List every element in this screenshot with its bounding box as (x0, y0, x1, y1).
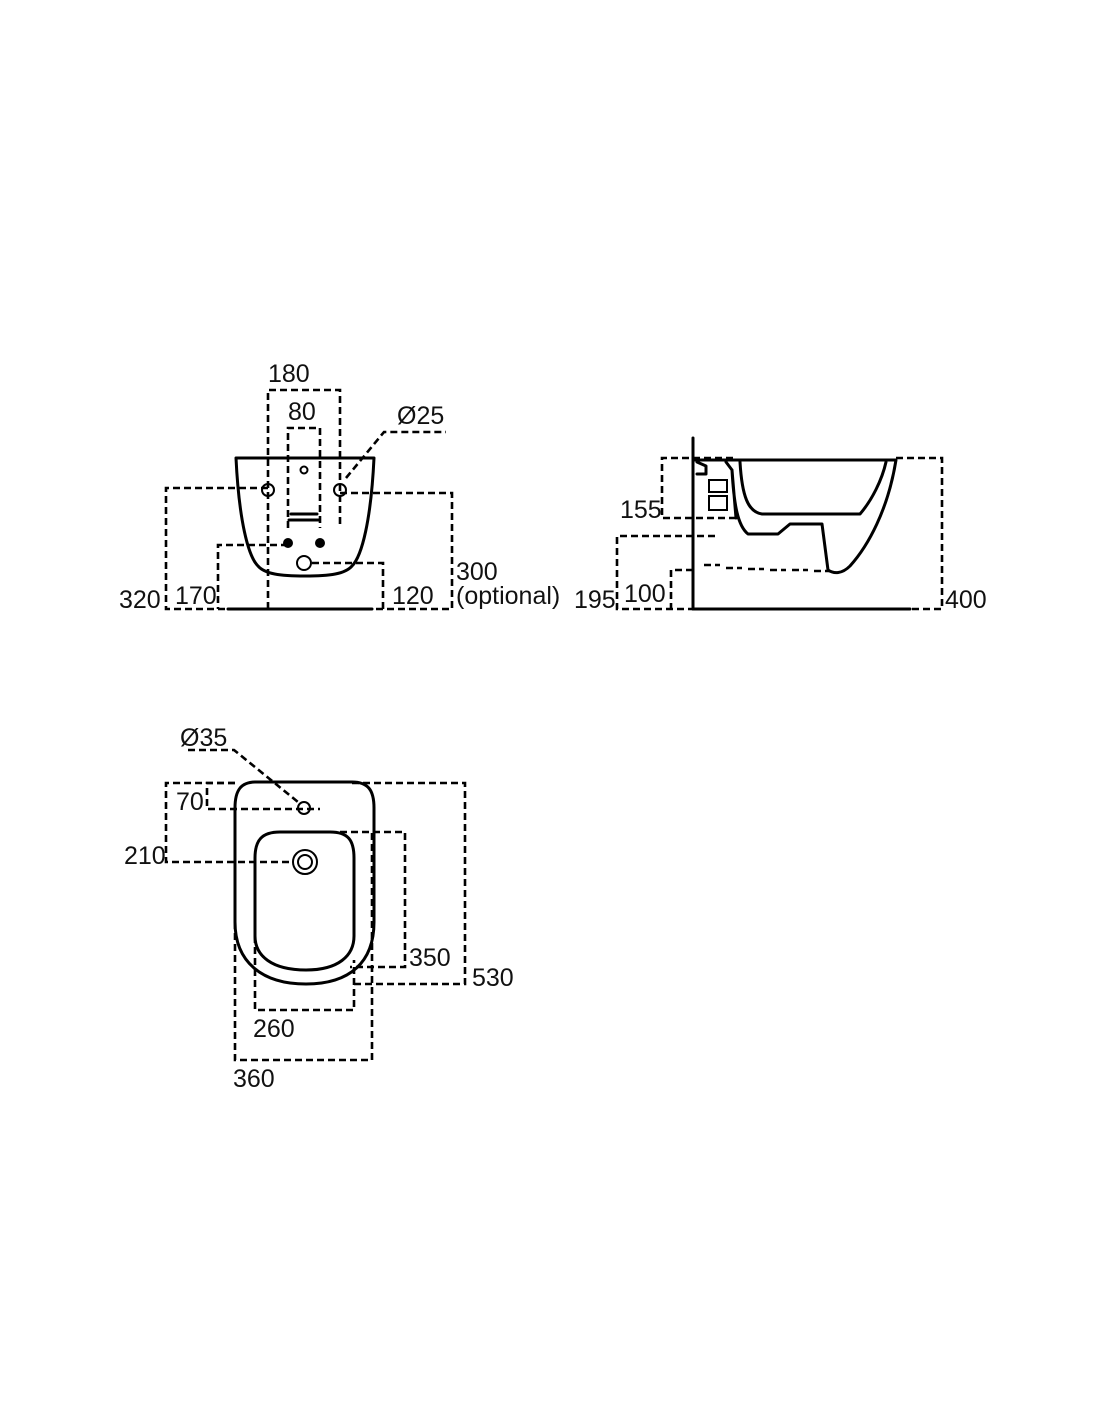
label-optional: (optional) (456, 582, 560, 610)
label-80: 80 (288, 398, 316, 426)
fixing-hole-right (333, 483, 347, 497)
top-bowl-inner (253, 830, 356, 972)
side-bowl-inner (738, 460, 888, 516)
top-drain-inner (297, 854, 313, 870)
label-120: 120 (392, 582, 434, 610)
dim-300-line (340, 491, 454, 611)
side-view: 155 195 100 400 (574, 436, 987, 614)
waste-outlet (296, 555, 312, 571)
supply-point-left (283, 538, 293, 548)
label-180: 180 (268, 360, 310, 388)
d25-leader (344, 430, 446, 479)
tap-hole-mark (299, 465, 309, 475)
wall-plug (695, 460, 708, 476)
front-view: 180 80 Ø25 320 170 120 300 (optional) (119, 360, 560, 614)
side-view-outline (691, 458, 898, 575)
label-70: 70 (176, 788, 204, 816)
top-view-outline (233, 780, 376, 986)
dim-180-box (266, 388, 342, 609)
dim-70-line (205, 781, 320, 811)
label-100: 100 (624, 580, 666, 608)
label-360: 360 (233, 1065, 275, 1093)
dim-170-line (216, 543, 288, 609)
top-drain-outer (292, 849, 318, 875)
dim-155-line (660, 456, 740, 520)
top-view: Ø35 70 210 350 530 260 360 (124, 724, 514, 1093)
label-300: 300 (456, 558, 498, 586)
dim-360-line (233, 830, 374, 1062)
label-d25: Ø25 (397, 402, 444, 430)
fixing-bracket-bottom (708, 495, 728, 511)
dim-320-line (164, 486, 268, 611)
label-210: 210 (124, 842, 166, 870)
dim-260-line (253, 936, 356, 1012)
label-530: 530 (472, 964, 514, 992)
label-170: 170 (175, 582, 217, 610)
d35-leader (188, 748, 299, 804)
base-blocks (704, 563, 830, 573)
dim-350-line (340, 830, 407, 969)
label-155: 155 (620, 496, 662, 524)
label-400: 400 (945, 586, 987, 614)
dim-195-line (615, 534, 715, 611)
label-d35: Ø35 (180, 724, 227, 752)
label-320: 320 (119, 586, 161, 614)
dim-100-line (669, 568, 693, 609)
fixing-hole-left (261, 483, 275, 497)
dim-530-line (352, 781, 467, 986)
supply-point-right (315, 538, 325, 548)
label-260: 260 (253, 1015, 295, 1043)
dim-210-line (164, 781, 292, 864)
front-slot (287, 512, 321, 522)
dim-120-line (312, 561, 385, 609)
fixing-bracket-top (708, 479, 728, 493)
dim-80-box (286, 426, 322, 528)
label-350: 350 (409, 944, 451, 972)
dim-400-line (896, 456, 944, 611)
front-view-outline (234, 456, 376, 578)
label-195: 195 (574, 586, 616, 614)
